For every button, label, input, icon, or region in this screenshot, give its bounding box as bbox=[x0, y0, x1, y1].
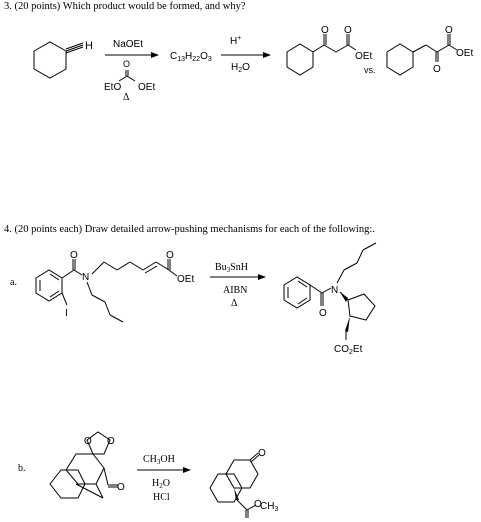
svg-text:O: O bbox=[433, 64, 441, 75]
q3-product-2: O O OEt bbox=[386, 25, 473, 76]
q4a-iodine: I bbox=[65, 308, 68, 319]
svg-text:O: O bbox=[321, 25, 329, 36]
q3-reagent-naoet: NaOEt bbox=[113, 39, 143, 50]
q3-starting-alkyne: H bbox=[33, 40, 93, 79]
q3-product1-oet: OEt bbox=[355, 51, 372, 62]
q3-intermediate-formula: C13H22O3 bbox=[170, 51, 212, 63]
q4b-reagent-water: H2O bbox=[152, 478, 170, 490]
q4a-reagent-bu3snh: Bu3SnH bbox=[215, 262, 248, 274]
q3-reagent-h-plus: H+ bbox=[230, 35, 241, 47]
svg-text:O: O bbox=[445, 25, 453, 36]
question-4-heading: 4. (20 points each) Draw detailed arrow-… bbox=[4, 224, 375, 235]
q3-product-1: O O OEt bbox=[286, 25, 372, 76]
q4b-reagent-ch3oh: CH3OH bbox=[143, 454, 175, 466]
q3-arrow-1: NaOEt O EtO OEt Δ bbox=[104, 39, 159, 103]
alkyne-h-label: H bbox=[85, 40, 93, 52]
q3-carbonate-o: O bbox=[123, 59, 130, 69]
q3-delta: Δ bbox=[123, 92, 130, 103]
q4b-ketone-o: O bbox=[117, 482, 125, 493]
svg-text:O: O bbox=[107, 436, 115, 447]
svg-text:O: O bbox=[254, 499, 262, 510]
svg-text:O: O bbox=[166, 250, 174, 261]
question-3-heading: 3. (20 points) Which product would be fo… bbox=[4, 1, 246, 12]
q4a-reagent-aibn: AIBN bbox=[223, 285, 247, 296]
q4a-product: O N CO2Et bbox=[283, 242, 377, 356]
q4a-starting-material: I O N O OEt bbox=[35, 250, 194, 323]
q3-reagent-eto: EtO bbox=[104, 82, 121, 93]
q4a-label: a. bbox=[10, 277, 17, 288]
q4b-label: b. bbox=[18, 463, 26, 474]
svg-text:O: O bbox=[258, 448, 266, 459]
q3-reagent-water: H2O bbox=[231, 62, 250, 74]
q3-product2-oet: OEt bbox=[456, 48, 473, 59]
q4b-product-ester: CH3 bbox=[260, 501, 278, 513]
q4b-starting-material: O O O bbox=[49, 431, 125, 499]
q4a-oet: OEt bbox=[177, 274, 194, 285]
q4a-arrow: Bu3SnH AIBN Δ bbox=[210, 262, 266, 309]
q4a-product-n: N bbox=[331, 285, 338, 296]
q4b-product: O O CH3 bbox=[209, 448, 278, 518]
q4b-o1: O bbox=[84, 436, 92, 447]
q3-vs-label: vs. bbox=[364, 65, 376, 75]
q4a-product-ester: CO2Et bbox=[334, 344, 363, 356]
q4b-arrow: CH3OH H2O HCl bbox=[137, 454, 191, 503]
q4a-product-o: O bbox=[319, 308, 327, 319]
q3-reagent-oet: OEt bbox=[138, 82, 155, 93]
q4a-carbonyl-o: O bbox=[70, 250, 78, 261]
q4a-delta: Δ bbox=[231, 298, 238, 309]
q4a-nitrogen: N bbox=[82, 272, 89, 283]
q4b-reagent-hcl: HCl bbox=[153, 492, 170, 503]
svg-text:O: O bbox=[344, 25, 352, 36]
q3-arrow-2: H+ H2O bbox=[221, 35, 271, 74]
